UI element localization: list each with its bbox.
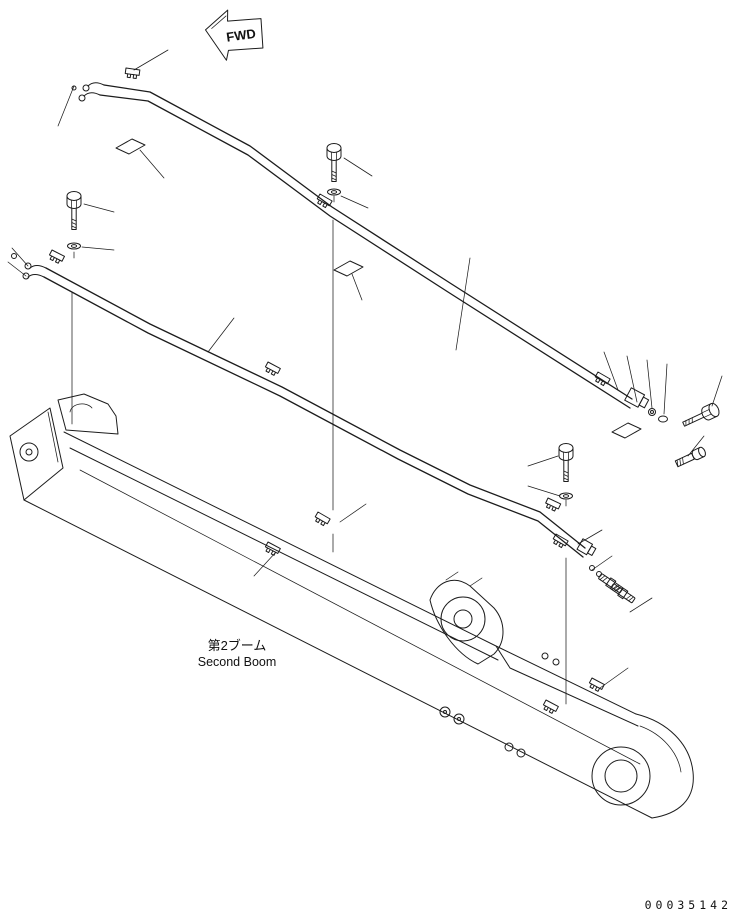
o-ring: [648, 408, 656, 416]
pipe-clamp: [588, 677, 605, 692]
pipe-clamp: [545, 497, 562, 512]
pipe-clamp: [264, 361, 281, 376]
leader-lines: [7, 49, 723, 689]
hex-bolt: [558, 443, 574, 482]
boom-foot-clevis: [9, 407, 64, 501]
pipe-support-bracket: [57, 393, 119, 435]
drawing-number: 00035142: [645, 898, 732, 912]
pipe-clamp: [124, 67, 141, 80]
pipe-clamp: [264, 541, 281, 556]
hex-bolt-side: [682, 402, 720, 427]
hex-bolt: [66, 191, 82, 230]
lower-pipe-assembly: [11, 253, 602, 577]
washer: [559, 492, 573, 500]
boom-body: [9, 393, 694, 819]
pipe-clamp: [552, 533, 569, 549]
pipe-fitting: [624, 387, 650, 409]
upper-pipe-assembly: [71, 82, 668, 423]
pipe-clamp: [542, 699, 559, 714]
cylinder-bracket: [429, 579, 504, 665]
pipe-clamp: [314, 511, 331, 527]
hex-bolt: [326, 143, 342, 182]
washer: [327, 188, 341, 196]
component-label-jp: 第2ブーム: [208, 638, 267, 653]
assembly-lines: [71, 195, 567, 705]
fwd-label: FWD: [225, 26, 256, 45]
fwd-arrow: FWD: [204, 9, 264, 61]
washer: [67, 242, 81, 250]
shim-plate: [115, 138, 642, 439]
component-label-en: Second Boom: [198, 655, 277, 669]
o-ring: [11, 253, 17, 259]
elbow-fitting: [576, 538, 597, 556]
seal-washer: [658, 415, 668, 423]
hose-nipple: [610, 583, 636, 604]
plug-bolt: [674, 446, 706, 468]
pipe-clamp: [594, 371, 611, 387]
boom-end-boss: [591, 746, 651, 806]
pipe-clamp: [49, 249, 65, 264]
pipe-clamp: [316, 193, 333, 209]
